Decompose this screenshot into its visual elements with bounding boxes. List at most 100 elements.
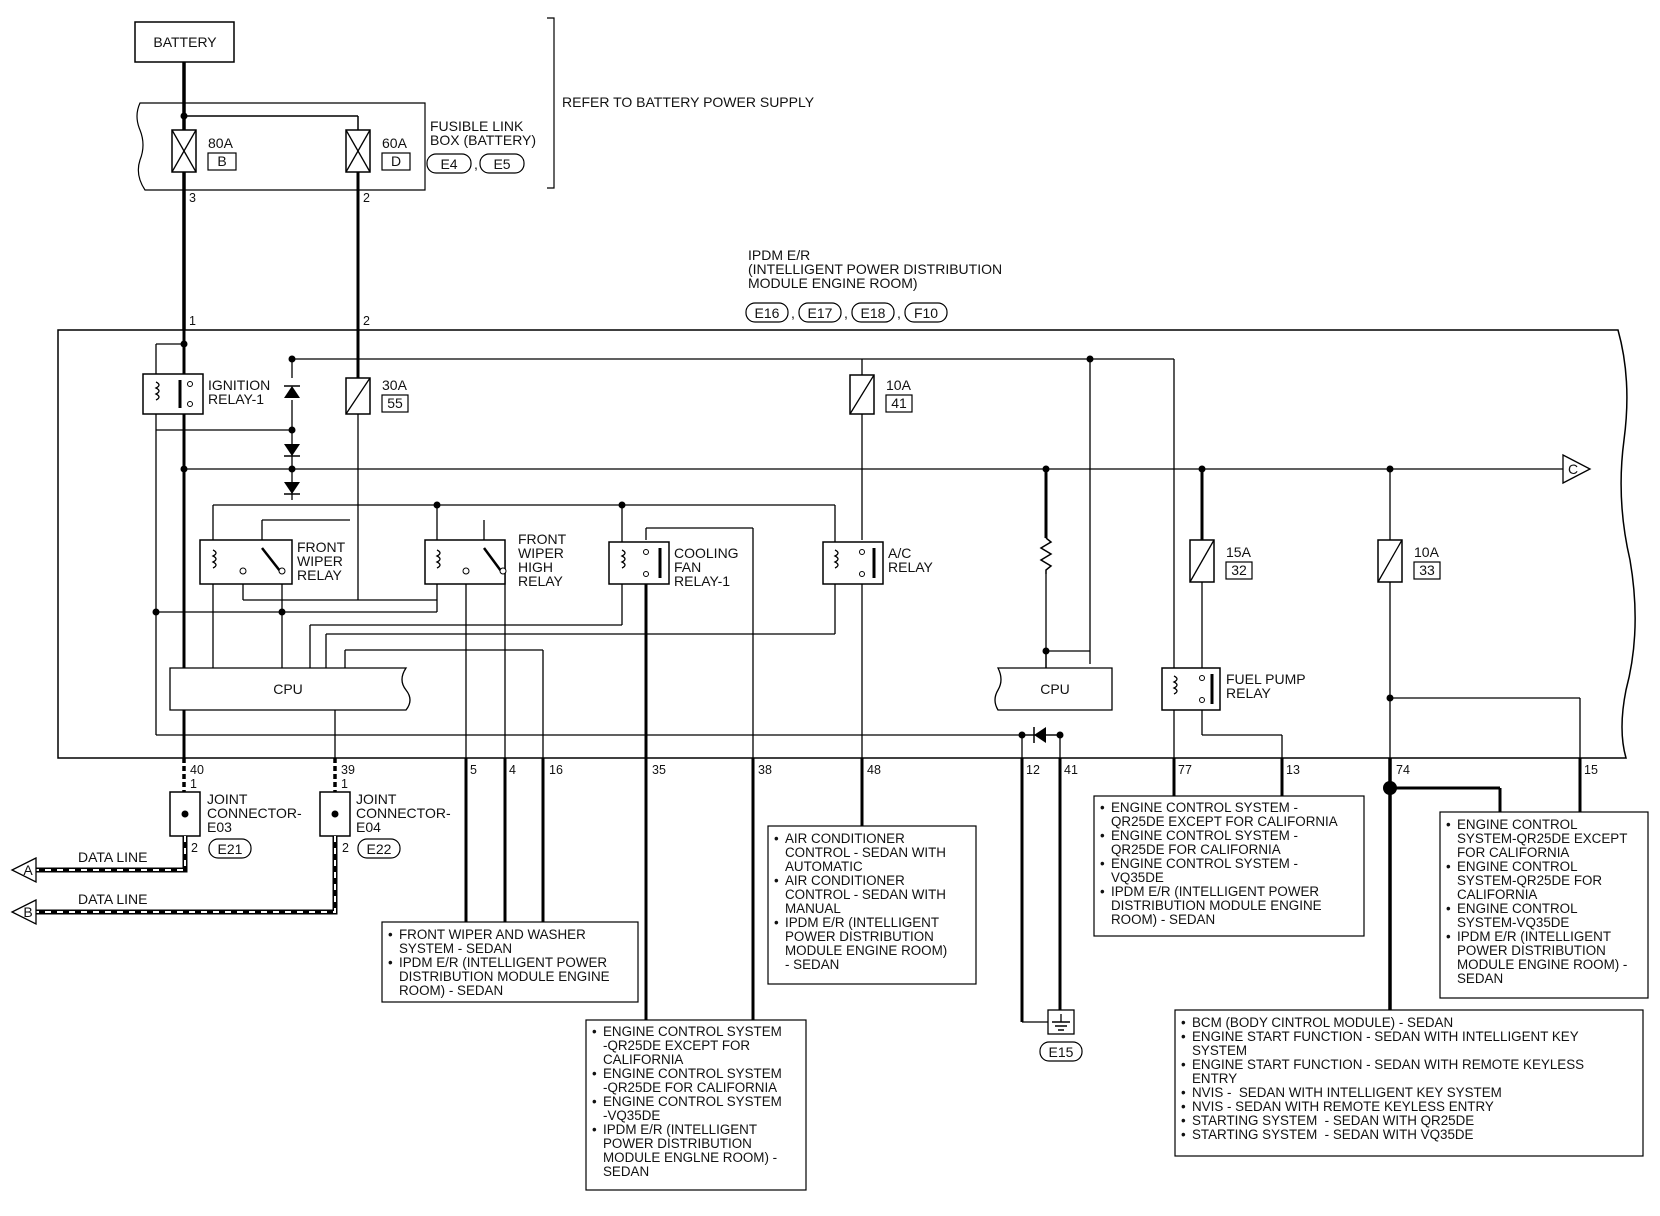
ref-item: IPDM E/R (INTELLIGENT POWER DISTRIBUTION… bbox=[1100, 885, 1362, 927]
ground-icon: E15 bbox=[1039, 1009, 1083, 1062]
svg-text:E04: E04 bbox=[356, 819, 381, 835]
front-wiper-high-relay-icon bbox=[424, 539, 507, 585]
svg-text:FAN: FAN bbox=[674, 559, 701, 575]
svg-text:DATA LINE: DATA LINE bbox=[78, 849, 148, 865]
ipdm-title: IPDM E/R (INTELLIGENT POWER DISTRIBUTION… bbox=[745, 247, 1002, 323]
svg-text:WIPER: WIPER bbox=[518, 545, 564, 561]
svg-text:3: 3 bbox=[189, 191, 196, 205]
svg-text:FUEL PUMP: FUEL PUMP bbox=[1226, 671, 1306, 687]
svg-text:RELAY: RELAY bbox=[1226, 685, 1272, 701]
ref-item: ENGINE CONTROL SYSTEM - QR25DE FOR CALIF… bbox=[1100, 829, 1362, 857]
svg-text:E21: E21 bbox=[218, 841, 243, 857]
svg-text:,: , bbox=[844, 305, 848, 321]
svg-text:16: 16 bbox=[549, 763, 563, 777]
svg-text:,: , bbox=[474, 156, 478, 172]
cpu-right: CPU bbox=[994, 667, 1113, 711]
svg-text:10A: 10A bbox=[1414, 544, 1440, 560]
svg-text:55: 55 bbox=[387, 395, 403, 411]
svg-text:40: 40 bbox=[190, 763, 204, 777]
ref-item: ENGINE CONTROL SYSTEM-VQ35DE bbox=[1446, 902, 1646, 930]
fuse-b-icon bbox=[171, 129, 197, 173]
output-pin-labels: 40 39 5 4 16 35 38 48 12 41 77 13 74 15 bbox=[190, 763, 1598, 777]
ref-item: AIR CONDITIONER CONTROL - SEDAN WITH MAN… bbox=[774, 874, 974, 916]
svg-text:JOINT: JOINT bbox=[356, 791, 397, 807]
svg-text:E16: E16 bbox=[755, 305, 780, 321]
ref-item: ENGINE CONTROL SYSTEM -VQ35DE bbox=[592, 1095, 804, 1123]
svg-text:RELAY-1: RELAY-1 bbox=[674, 573, 730, 589]
svg-text:DATA LINE: DATA LINE bbox=[78, 891, 148, 907]
svg-text:RELAY-1: RELAY-1 bbox=[208, 391, 264, 407]
ref-item: ENGINE CONTROL SYSTEM-QR25DE FOR CALIFOR… bbox=[1446, 860, 1646, 902]
fuse-32-icon bbox=[1189, 539, 1215, 583]
svg-text:15: 15 bbox=[1584, 763, 1598, 777]
svg-text:33: 33 bbox=[1419, 562, 1435, 578]
ref-item: IPDM E/R (INTELLIGENT POWER DISTRIBUTION… bbox=[1446, 930, 1646, 986]
svg-text:1: 1 bbox=[190, 777, 197, 791]
svg-text:2: 2 bbox=[363, 314, 370, 328]
svg-text:CONNECTOR-: CONNECTOR- bbox=[356, 805, 451, 821]
svg-text:E4: E4 bbox=[440, 156, 457, 172]
fuse-33-icon bbox=[1377, 539, 1403, 583]
ref-item: NVIS - SEDAN WITH REMOTE KEYLESS ENTRY bbox=[1181, 1100, 1641, 1115]
front-wiper-relay-icon bbox=[199, 539, 293, 585]
svg-text:12: 12 bbox=[1026, 763, 1040, 777]
svg-text:2: 2 bbox=[342, 841, 349, 855]
svg-text:32: 32 bbox=[1231, 562, 1247, 578]
ref-list-cooling: ENGINE CONTROL SYSTEM -QR25DE EXCEPT FOR… bbox=[592, 1025, 804, 1179]
svg-text:BOX (BATTERY): BOX (BATTERY) bbox=[430, 132, 536, 148]
svg-text:CPU: CPU bbox=[1040, 681, 1070, 697]
svg-text:E22: E22 bbox=[367, 841, 392, 857]
connector-c-icon: C bbox=[1562, 453, 1592, 485]
cooling-fan-relay-icon bbox=[608, 541, 670, 585]
ignition-relay-icon bbox=[142, 373, 204, 415]
svg-text:F10: F10 bbox=[914, 305, 938, 321]
svg-text:41: 41 bbox=[891, 395, 907, 411]
svg-text:,: , bbox=[897, 305, 901, 321]
svg-text:IGNITION: IGNITION bbox=[208, 377, 270, 393]
ref-item: ENGINE START FUNCTION - SEDAN WITH INTEL… bbox=[1181, 1030, 1641, 1058]
ref-item: ENGINE CONTROL SYSTEM - VQ35DE bbox=[1100, 857, 1362, 885]
ref-item: STARTING SYSTEM - SEDAN WITH QR25DE bbox=[1181, 1114, 1641, 1129]
ref-item: AIR CONDITIONER CONTROL - SEDAN WITH AUT… bbox=[774, 832, 974, 874]
fuse-55-icon bbox=[345, 377, 371, 415]
ref-item: NVIS - SEDAN WITH INTELLIGENT KEY SYSTEM bbox=[1181, 1086, 1641, 1101]
svg-text:D: D bbox=[391, 153, 401, 169]
ref-item: BCM (BODY CINTROL MODULE) - SEDAN bbox=[1181, 1016, 1641, 1031]
ref-item: ENGINE CONTROL SYSTEM -QR25DE EXCEPT FOR… bbox=[592, 1025, 804, 1067]
battery: BATTERY bbox=[134, 21, 235, 63]
svg-text:E17: E17 bbox=[808, 305, 833, 321]
svg-text:E03: E03 bbox=[207, 819, 232, 835]
ref-item: IPDM E/R (INTELLIGENT POWER DISTRIBUTION… bbox=[774, 916, 974, 972]
cpu-left: CPU bbox=[169, 667, 411, 711]
svg-text:IPDM E/R: IPDM E/R bbox=[748, 247, 810, 263]
svg-text:MODULE ENGINE ROOM): MODULE ENGINE ROOM) bbox=[748, 275, 918, 291]
svg-text:5: 5 bbox=[470, 763, 477, 777]
data-line-a: A DATA LINE bbox=[10, 836, 188, 884]
ref-item: ENGINE CONTROL SYSTEM -QR25DE FOR CALIFO… bbox=[592, 1067, 804, 1095]
svg-text:1: 1 bbox=[341, 777, 348, 791]
svg-text:B: B bbox=[217, 153, 226, 169]
svg-text:E15: E15 bbox=[1049, 1044, 1074, 1060]
ref-item: IPDM E/R (INTELLIGENT POWER DISTRIBUTION… bbox=[592, 1123, 804, 1179]
fusible-link-box: 80A B 60A D FUSIBLE LINK BOX (BATTERY) E… bbox=[136, 102, 536, 191]
svg-text:FRONT: FRONT bbox=[297, 539, 346, 555]
ground-diode-icon bbox=[1033, 727, 1046, 743]
refer-note: REFER TO BATTERY POWER SUPPLY bbox=[562, 94, 815, 110]
ref-item: ENGINE START FUNCTION - SEDAN WITH REMOT… bbox=[1181, 1058, 1641, 1086]
svg-text:15A: 15A bbox=[1226, 544, 1252, 560]
ref-list-ac: AIR CONDITIONER CONTROL - SEDAN WITH AUT… bbox=[774, 832, 974, 972]
ipdm-module-frame bbox=[57, 329, 1636, 759]
ref-item: STARTING SYSTEM - SEDAN WITH VQ35DE bbox=[1181, 1128, 1641, 1143]
joint-connector-e04: 1 JOINT CONNECTOR- E04 2 E22 bbox=[319, 777, 451, 859]
svg-text:38: 38 bbox=[758, 763, 772, 777]
svg-text:41: 41 bbox=[1064, 763, 1078, 777]
ref-item: ENGINE CONTROL SYSTEM-QR25DE EXCEPT FOR … bbox=[1446, 818, 1646, 860]
ref-item: ENGINE CONTROL SYSTEM - QR25DE EXCEPT FO… bbox=[1100, 801, 1362, 829]
svg-text:77: 77 bbox=[1178, 763, 1192, 777]
svg-text:CONNECTOR-: CONNECTOR- bbox=[207, 805, 302, 821]
svg-text:2: 2 bbox=[363, 191, 370, 205]
svg-text:(INTELLIGENT POWER DISTRIBUTIO: (INTELLIGENT POWER DISTRIBUTION bbox=[748, 261, 1002, 277]
svg-text:E5: E5 bbox=[493, 156, 510, 172]
ref-list-pin15: ENGINE CONTROL SYSTEM-QR25DE EXCEPT FOR … bbox=[1446, 818, 1646, 986]
svg-text:COOLING: COOLING bbox=[674, 545, 739, 561]
